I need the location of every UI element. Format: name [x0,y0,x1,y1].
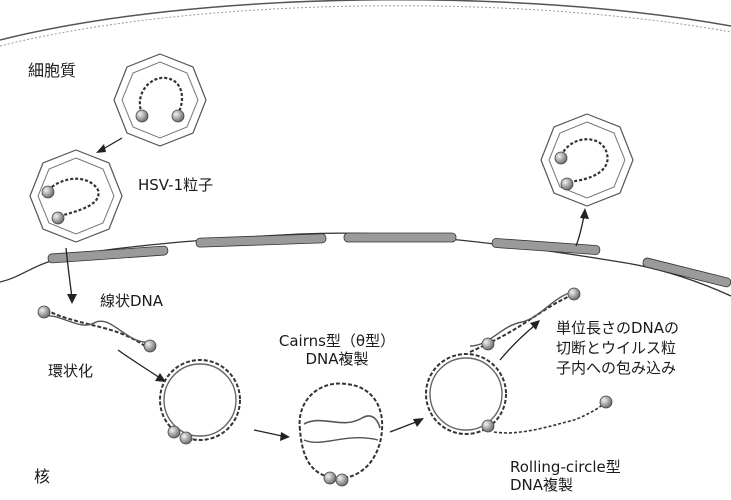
hsv-particle-progeny [541,114,633,206]
packaging-label: 単位長さのDNAの 切断とウイルス粒 子内への包み込み [556,318,679,378]
linear-dna [38,306,156,352]
circular-dna [160,360,240,444]
cell-membrane [0,0,731,46]
cairns-replication-label: Cairns型（θ型） DNA複製 [262,332,412,368]
cairns-intermediate [300,383,383,486]
nucleus-label: 核 [34,468,50,486]
rolling-circle-label: Rolling-circle型 DNA複製 [510,458,621,494]
packaging-label-line3: 子内への包み込み [556,358,679,378]
linear-dna-label: 線状DNA [100,292,163,310]
cairns-label-line1: Cairns型（θ型） [262,332,412,350]
hsv-particle-entering [30,150,122,242]
hsv-particle-top [114,54,206,146]
packaging-label-line1: 単位長さのDNAの [556,318,679,338]
rolling-label-line2: DNA複製 [510,476,621,494]
nuclear-membrane [0,233,731,296]
hsv-particle-label: HSV-1粒子 [138,176,213,194]
cairns-label-line2: DNA複製 [262,350,412,368]
circularization-label: 環状化 [48,362,93,380]
packaging-label-line2: 切断とウイルス粒 [556,338,679,358]
cytoplasm-label: 細胞質 [28,62,76,80]
rolling-label-line1: Rolling-circle型 [510,458,621,476]
